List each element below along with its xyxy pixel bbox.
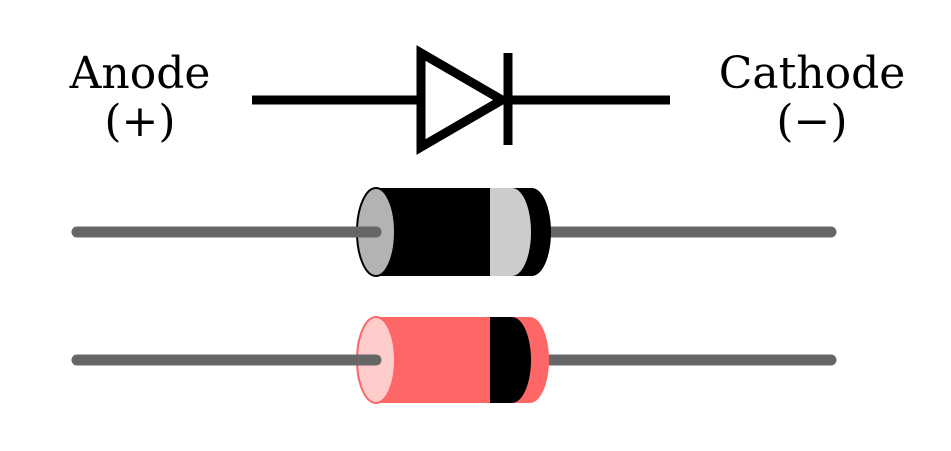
cathode-label: Cathode: [719, 48, 906, 99]
cathode-polarity-label: (−): [776, 96, 847, 147]
anode-label: Anode: [69, 48, 211, 99]
red-diode-component: [71, 316, 837, 404]
red-diode-band: [490, 317, 531, 403]
anode-polarity-label: (+): [104, 96, 175, 147]
black-diode-band: [490, 188, 531, 276]
symbol-triangle: [416, 45, 511, 155]
diode-schematic-symbol: [252, 45, 670, 155]
black-diode-component: [71, 187, 837, 277]
